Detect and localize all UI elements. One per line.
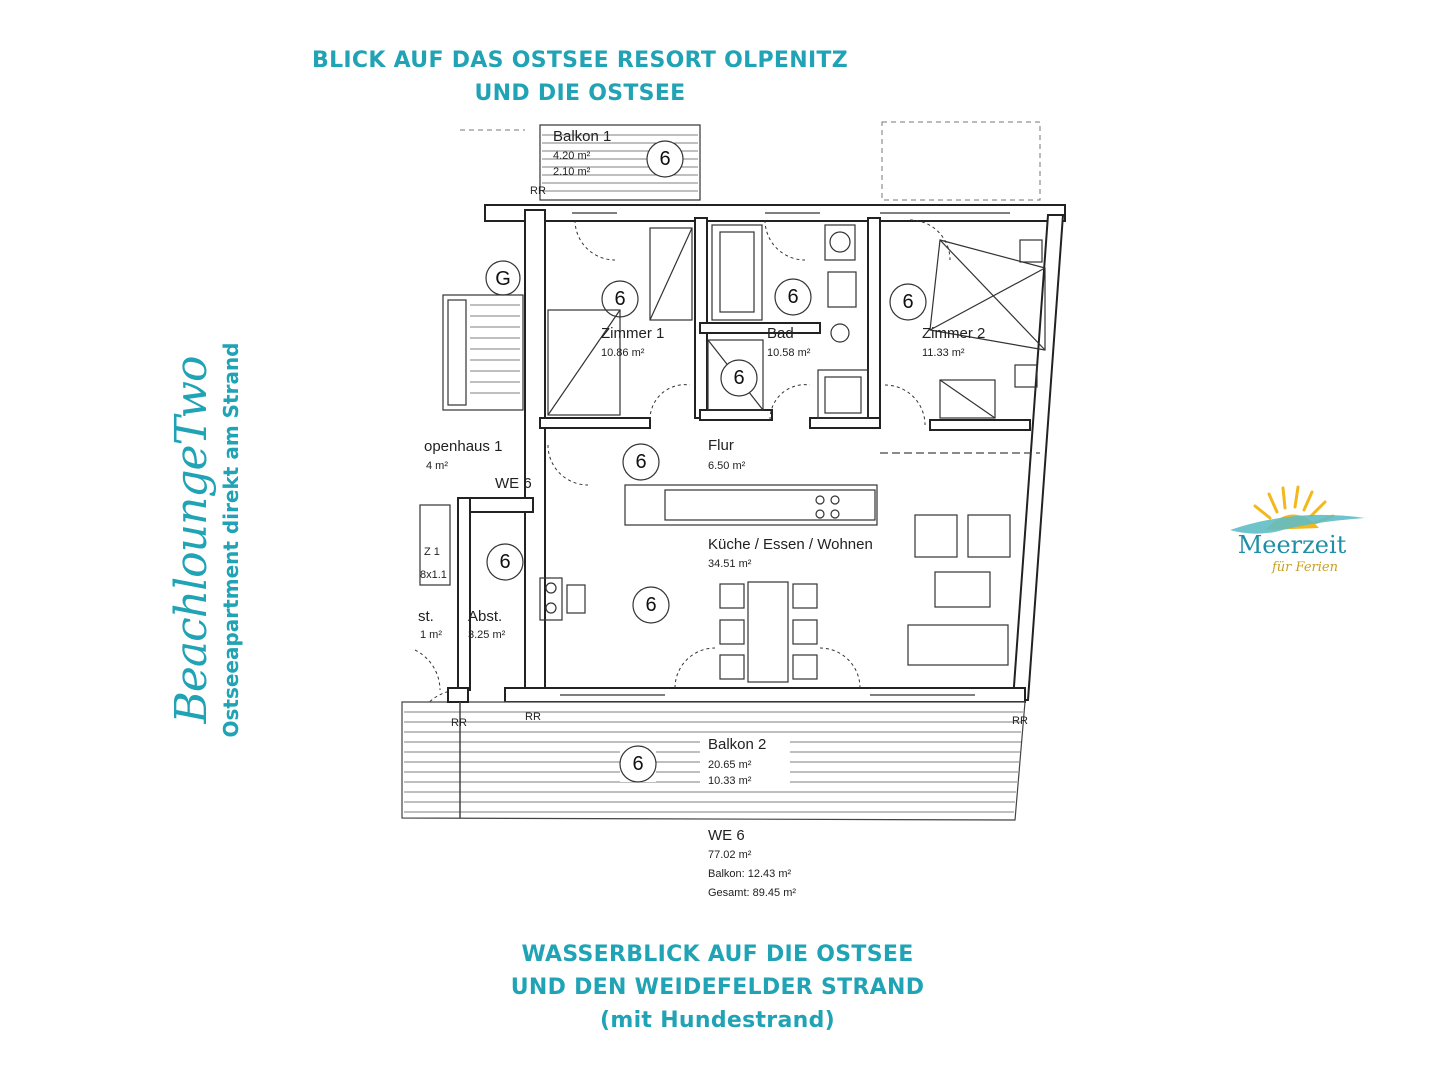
- unit-number-zimmer1: 6: [614, 288, 625, 310]
- unit-label-we: WE 6: [495, 475, 532, 492]
- unit-number-balkon2: 6: [632, 753, 643, 775]
- bottom-caption: WASSERBLICK AUF DIE OSTSEE UND DEN WEIDE…: [430, 938, 1005, 1037]
- room-name-balkon1: Balkon 1: [553, 128, 611, 145]
- room-area-balkon2: 20.65 m²: [708, 759, 752, 771]
- room-name-zimmer1: Zimmer 1: [601, 325, 664, 342]
- room-name-flur: Flur: [708, 437, 734, 454]
- summary-area: 77.02 m²: [708, 849, 752, 861]
- room-area-kueche: 34.51 m²: [708, 558, 752, 570]
- stair-marker-circle: [485, 260, 521, 296]
- room-area-zimmer1: 10.86 m²: [601, 347, 645, 359]
- room-name-bad: Bad: [767, 325, 794, 342]
- unit-number-shower: 6: [733, 367, 744, 389]
- unit-number-balkon1: 6: [659, 148, 670, 170]
- room-area2-balkon1: 2.10 m²: [553, 166, 591, 178]
- summary-balcony: Balkon: 12.43 m²: [708, 868, 791, 880]
- room-area-flur: 6.50 m²: [708, 460, 746, 472]
- room-area2-balkon2: 10.33 m²: [708, 775, 752, 787]
- label-rr-middle: RR: [525, 711, 541, 723]
- label-dimension: 8x1.1: [420, 569, 447, 581]
- room-area-bad: 10.58 m²: [767, 347, 811, 359]
- unit-number-zimmer2: 6: [902, 291, 913, 313]
- unit-number-bad: 6: [787, 286, 798, 308]
- bottom-caption-line-1: WASSERBLICK AUF DIE OSTSEE: [521, 942, 914, 967]
- bottom-caption-line-3: (mit Hundestrand): [600, 1008, 835, 1033]
- unit-number-abst: 6: [499, 551, 510, 573]
- top-caption-line-1: BLICK AUF DAS OSTSEE RESORT OLPENITZ: [312, 48, 848, 73]
- balcony-outline-right: [881, 121, 1041, 201]
- room-name-treppenhaus: openhaus 1: [424, 438, 502, 455]
- room-area-treppenhaus: 4 m²: [426, 460, 448, 472]
- room-area-abst-neighbour: 1 m²: [420, 629, 442, 641]
- summary-unit: WE 6: [708, 827, 745, 844]
- room-name-kueche: Küche / Essen / Wohnen: [708, 536, 873, 553]
- room-name-zimmer2: Zimmer 2: [922, 325, 985, 342]
- unit-number-circles: [486, 140, 927, 783]
- balcony-2-label-backgrounds: [620, 733, 790, 791]
- staircase: [442, 294, 524, 411]
- stair-marker: G: [495, 268, 511, 290]
- room-area-abst: 3.25 m²: [468, 629, 506, 641]
- unit-number-flur: 6: [635, 451, 646, 473]
- label-rr-right: RR: [1012, 715, 1028, 727]
- interior-walls: [457, 217, 1031, 691]
- room-area-balkon1: 4.20 m²: [553, 150, 591, 162]
- bottom-caption-line-2: UND DEN WEIDEFELDER STRAND: [510, 975, 925, 1000]
- summary-total: Gesamt: 89.45 m²: [708, 887, 796, 899]
- top-caption-line-2: UND DIE OSTSEE: [474, 81, 686, 106]
- label-rr-left: RR: [451, 717, 467, 729]
- room-name-abst: Abst.: [468, 608, 502, 625]
- room-area-zimmer2: 11.33 m²: [922, 347, 965, 359]
- furniture: [419, 224, 1046, 683]
- label-z1: Z 1: [424, 546, 440, 558]
- label-rr-top: RR: [530, 185, 546, 197]
- meerzeit-logo-icon: [1230, 485, 1365, 534]
- logo-tagline: für Ferien: [1272, 560, 1338, 575]
- room-name-balkon2: Balkon 2: [708, 736, 766, 753]
- top-caption: BLICK AUF DAS OSTSEE RESORT OLPENITZ UND…: [290, 44, 870, 110]
- window-lines: [560, 212, 1010, 696]
- unit-number-kueche: 6: [645, 594, 656, 616]
- room-name-abst-neighbour: st.: [418, 608, 434, 625]
- logo-name: Meerzeit: [1237, 531, 1347, 559]
